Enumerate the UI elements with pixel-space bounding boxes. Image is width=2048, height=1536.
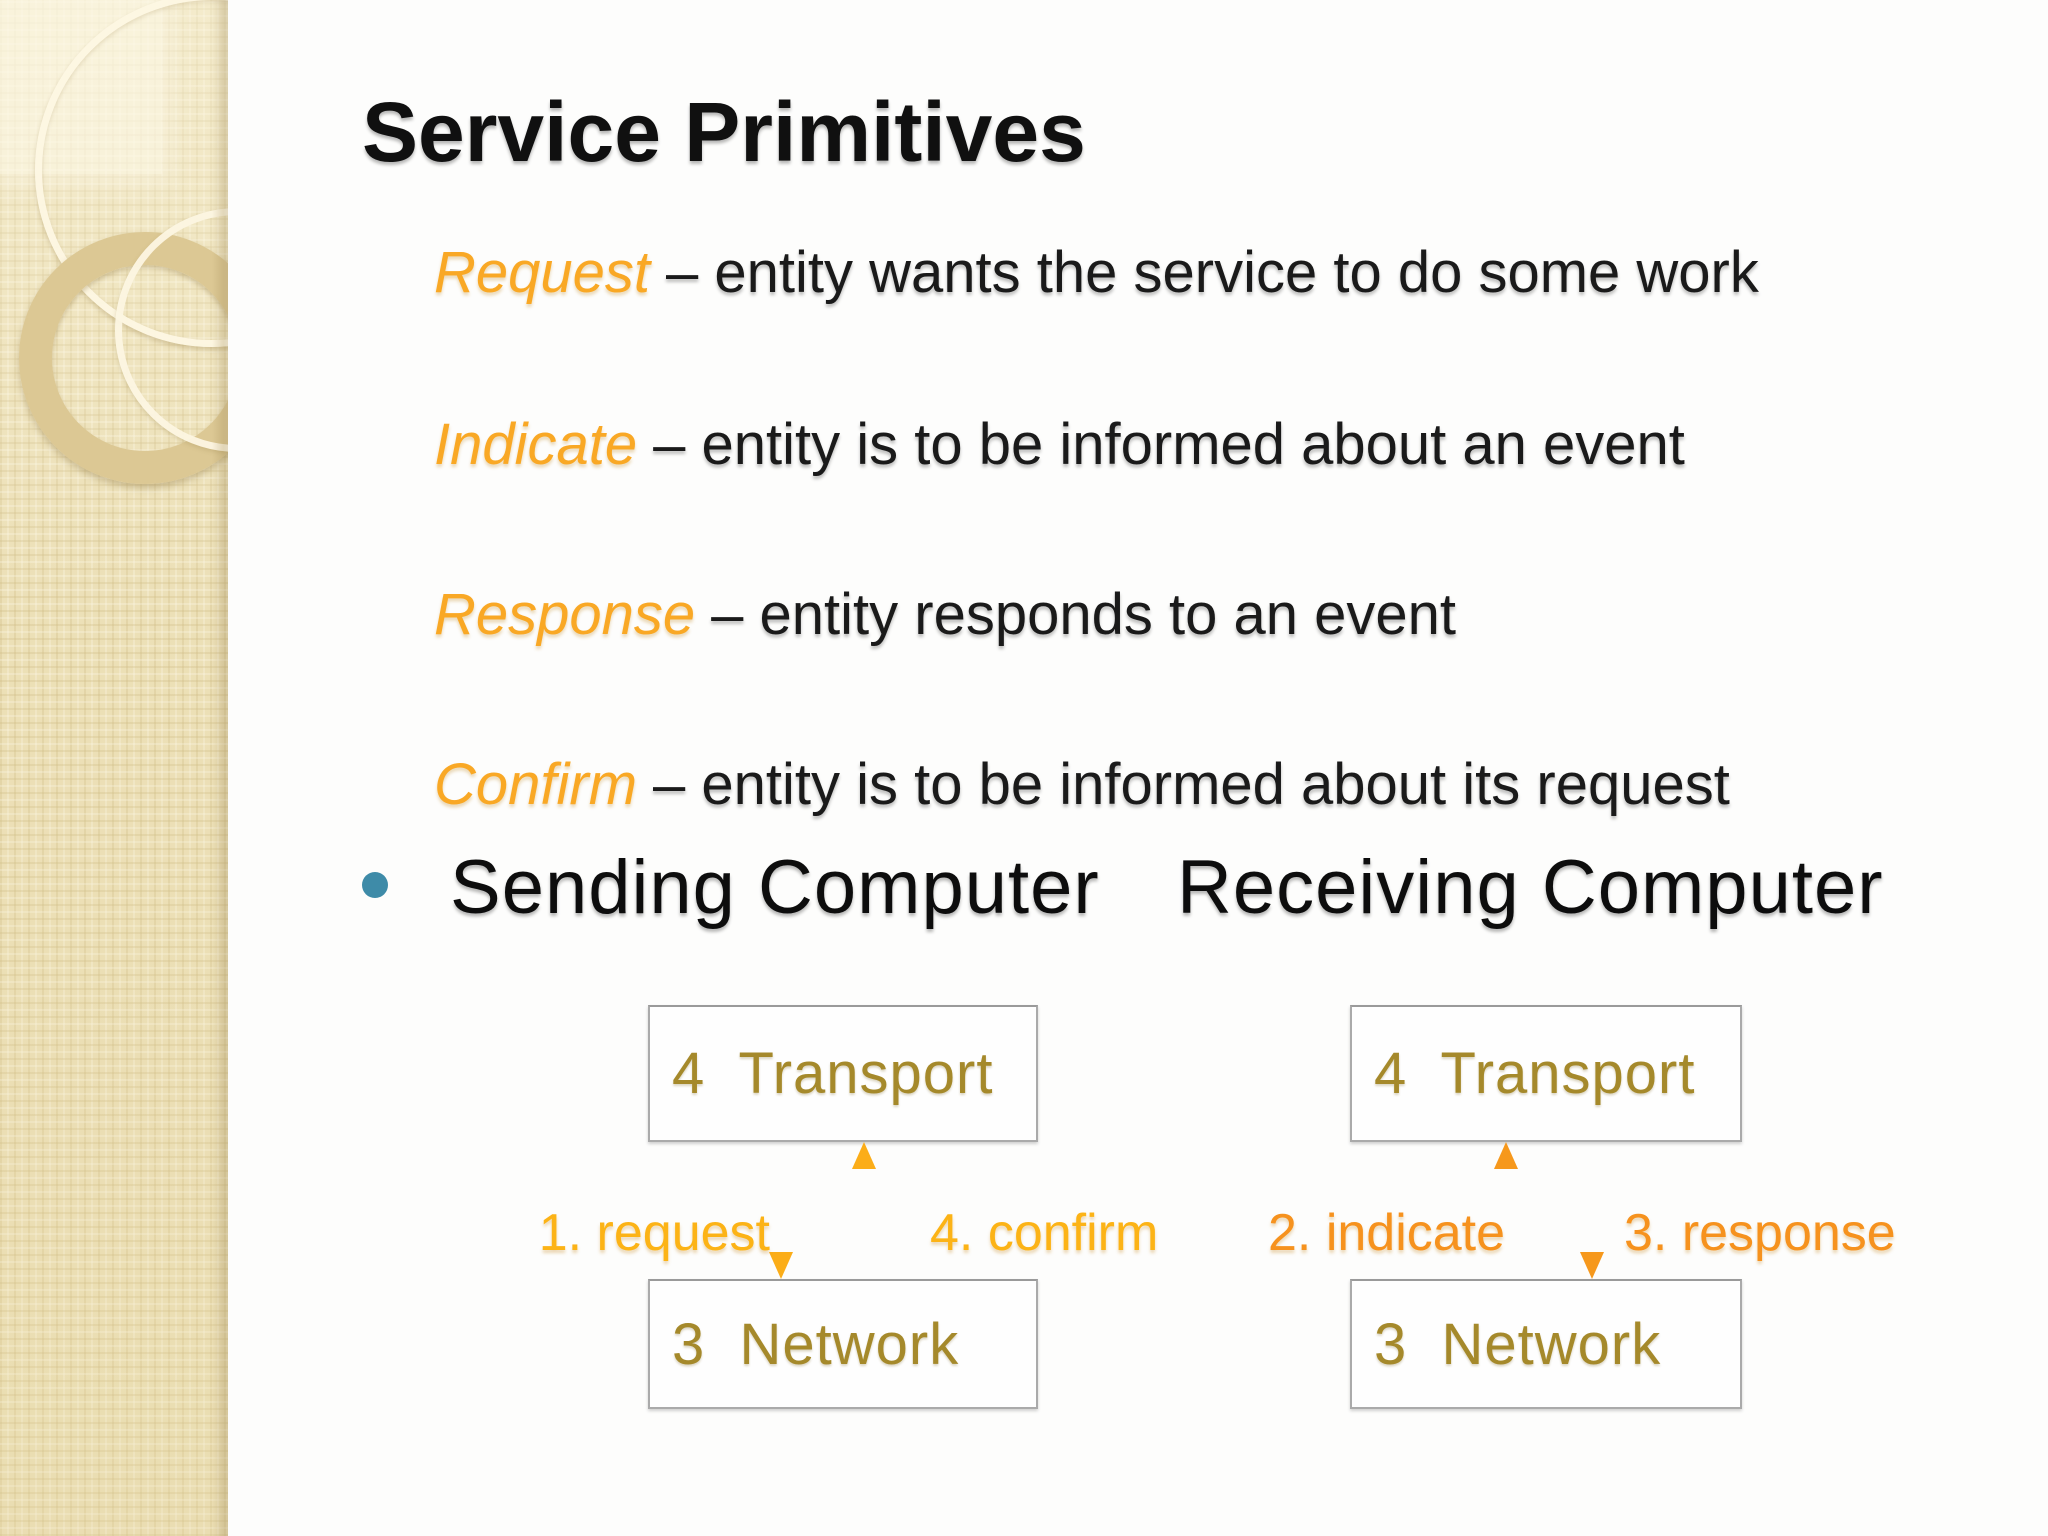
heading-receiving-computer: Receiving Computer bbox=[1177, 845, 1884, 930]
confirm-arrow-line bbox=[862, 1169, 867, 1279]
definition-term: Confirm bbox=[434, 752, 638, 817]
sending-transport-label: 4 Transport bbox=[672, 1041, 994, 1106]
receiving-network-label: 3 Network bbox=[1374, 1311, 1662, 1377]
definition-text: – entity is to be informed about an even… bbox=[653, 412, 1685, 477]
definition-text: – entity wants the service to do some wo… bbox=[666, 240, 1759, 305]
definition-row-confirm: Confirm– entity is to be informed about … bbox=[434, 750, 1730, 820]
definition-row-request: Request– entity wants the service to do … bbox=[434, 238, 1759, 308]
receiving-transport-box: 4 Transport bbox=[1350, 1005, 1742, 1142]
heading-sending-computer: Sending Computer bbox=[450, 845, 1100, 930]
request-arrow-down-icon bbox=[769, 1252, 793, 1279]
definition-term: Request bbox=[434, 240, 651, 305]
definition-text: – entity responds to an event bbox=[711, 582, 1456, 647]
receiving-network-box: 3 Network bbox=[1350, 1279, 1742, 1409]
response-arrow-down-icon bbox=[1580, 1252, 1604, 1279]
request-arrow-label: 1. request bbox=[538, 1204, 770, 1262]
definition-term: Response bbox=[434, 582, 696, 647]
indicate-arrow-up-icon bbox=[1494, 1142, 1518, 1169]
confirm-arrow-up-icon bbox=[852, 1142, 876, 1169]
request-arrow-line bbox=[779, 1142, 784, 1252]
confirm-arrow-label: 4. confirm bbox=[930, 1204, 1159, 1262]
sending-network-box: 3 Network bbox=[648, 1279, 1038, 1409]
definition-row-indicate: Indicate– entity is to be informed about… bbox=[434, 410, 1685, 480]
list-bullet-icon bbox=[362, 872, 388, 898]
response-arrow-line bbox=[1590, 1142, 1595, 1252]
sending-transport-box: 4 Transport bbox=[648, 1005, 1038, 1142]
definition-row-response: Response– entity responds to an event bbox=[434, 580, 1456, 650]
decorative-sidebar bbox=[0, 0, 228, 1536]
response-arrow-label: 3. response bbox=[1624, 1204, 1896, 1262]
sending-network-label: 3 Network bbox=[672, 1311, 960, 1377]
sidebar-edge-shadow bbox=[212, 0, 228, 1536]
indicate-arrow-label: 2. indicate bbox=[1268, 1204, 1506, 1262]
definition-text: – entity is to be informed about its req… bbox=[653, 752, 1730, 817]
receiving-transport-label: 4 Transport bbox=[1374, 1041, 1696, 1106]
definition-term: Indicate bbox=[434, 412, 638, 477]
page-title: Service Primitives bbox=[362, 85, 1086, 179]
